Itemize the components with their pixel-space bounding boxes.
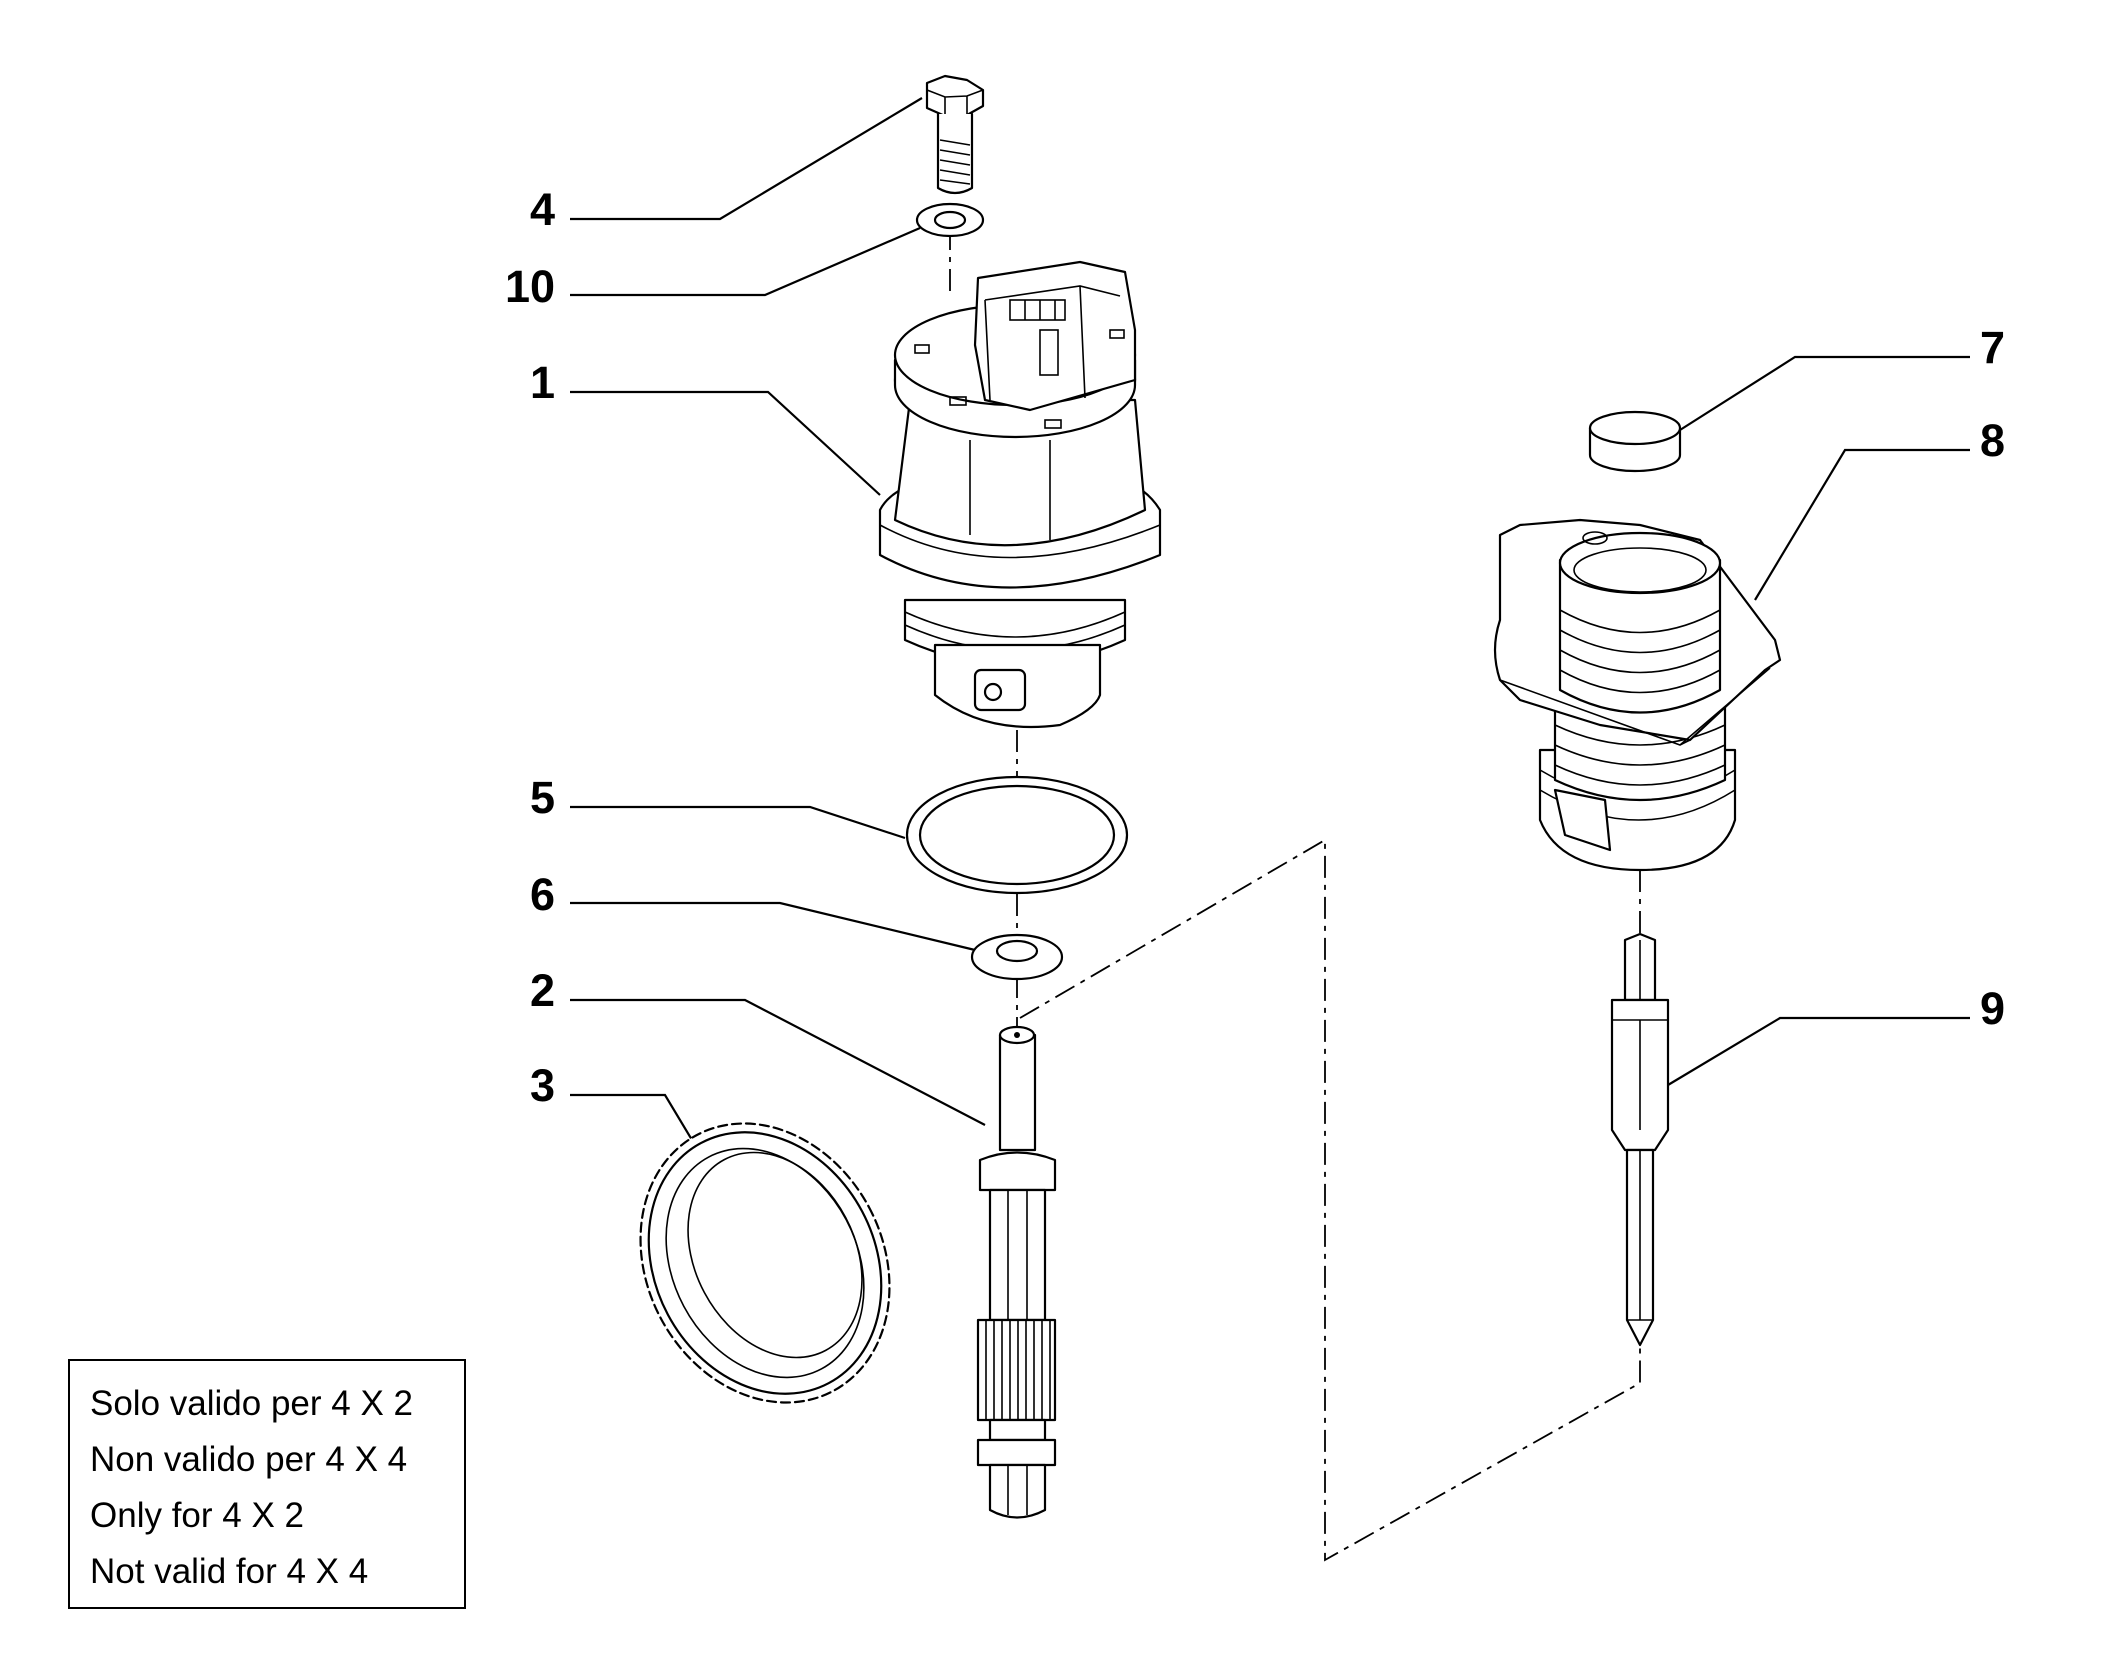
- leader-7: [1679, 355, 1970, 431]
- tone-ring-part-3: [639, 1122, 891, 1404]
- cap-ring-part-7: [1588, 410, 1682, 473]
- callout-3: 3: [530, 1060, 555, 1111]
- housing-part-8: [1493, 518, 1782, 872]
- note-line-4: Not valid for 4 X 4: [90, 1552, 369, 1591]
- o-ring-part-5: [905, 775, 1129, 895]
- leader-9: [1667, 1016, 1970, 1086]
- sensor-part-1: [878, 260, 1162, 729]
- leader-4: [570, 97, 923, 221]
- callout-4: 4: [530, 184, 555, 235]
- leader-8: [1754, 448, 1970, 601]
- leader-5: [570, 805, 906, 840]
- leader-1: [570, 390, 881, 496]
- note-line-3: Only for 4 X 2: [90, 1496, 304, 1535]
- callout-1: 1: [530, 357, 555, 408]
- shaft-part-2: [976, 1025, 1057, 1519]
- callout-2: 2: [530, 965, 555, 1016]
- leader-3: [570, 1093, 696, 1146]
- validity-note-box: Solo valido per 4 X 2 Non valido per 4 X…: [68, 1359, 466, 1609]
- callout-7: 7: [1980, 322, 2005, 373]
- note-line-2: Non valido per 4 X 4: [90, 1440, 408, 1479]
- note-line-1: Solo valido per 4 X 2: [90, 1384, 413, 1423]
- callout-8: 8: [1980, 415, 2005, 466]
- callout-6: 6: [530, 869, 555, 920]
- washer-part-6: [970, 933, 1064, 981]
- washer-part-10: [915, 202, 985, 238]
- callout-9: 9: [1980, 983, 2005, 1034]
- callout-5: 5: [530, 772, 555, 823]
- leader-2: [570, 998, 986, 1126]
- leader-10: [570, 226, 921, 297]
- callout-labels: 4 10 1 5 6 2 3 7 8 9: [505, 184, 2005, 1111]
- bolt-part-4: [925, 74, 985, 195]
- pin-part-9: [1610, 932, 1670, 1347]
- leader-lines: [570, 97, 1970, 1146]
- leader-6: [570, 901, 976, 952]
- callout-10: 10: [505, 261, 555, 312]
